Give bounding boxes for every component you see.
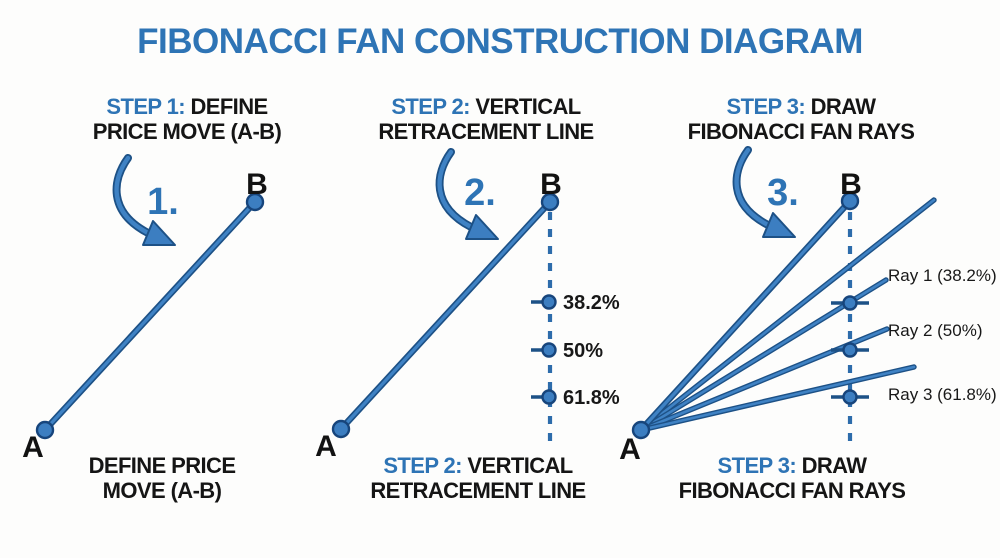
curved-step-arrow-2 <box>435 148 499 240</box>
panel3-label-a: A <box>619 433 641 466</box>
fan-ray-3 <box>638 364 917 433</box>
step1-label: STEP 1: <box>106 94 185 119</box>
panel3-trendline <box>637 197 854 434</box>
panel1-label-b: B <box>246 168 268 201</box>
panel3-caption: STEP 3: DRAW FIBONACCI FAN RAYS <box>632 453 952 503</box>
panel2-level-50: 50% <box>531 340 603 362</box>
panel1-step-number: 1. <box>147 181 179 223</box>
panel2-trendline <box>337 198 554 433</box>
fan-ray-extended <box>638 197 937 433</box>
level-618-label: 61.8% <box>563 387 620 409</box>
panel2-caption-step: STEP 2: <box>383 453 462 478</box>
panel2-point-a-dot <box>331 419 351 439</box>
panel1-trendline <box>41 198 259 434</box>
ray-3-label: Ray 3 (61.8%) <box>888 385 997 404</box>
panel2-diagram: 38.2% 50% 61.8% 2. A B <box>315 148 620 463</box>
ray-1-label: Ray 1 (38.2%) <box>888 266 997 285</box>
panel2-header-line1: STEP 2: VERTICAL <box>326 94 646 119</box>
panel1-caption: DEFINE PRICE MOVE (A-B) <box>2 453 322 503</box>
panel3-header: STEP 3: DRAW FIBONACCI FAN RAYS <box>641 94 961 144</box>
panel2-caption: STEP 2: VERTICAL RETRACEMENT LINE <box>318 453 638 503</box>
panel2-caption-rest: VERTICAL <box>467 453 573 478</box>
panel3-header-rest: DRAW <box>810 94 876 119</box>
panel2-header-line2: RETRACEMENT LINE <box>378 119 594 144</box>
panel3-label-b: B <box>840 168 862 201</box>
panel2-level-382: 38.2% <box>531 292 620 314</box>
panel1-header: STEP 1: DEFINE PRICE MOVE (A-B) <box>27 94 347 144</box>
step2-label: STEP 2: <box>391 94 470 119</box>
panel2-level-618: 61.8% <box>531 387 620 409</box>
arrowhead-3-icon <box>762 212 796 238</box>
panel3-level-382: Ray 1 (38.2%) <box>831 266 997 311</box>
panel1-point-a-dot <box>35 420 55 440</box>
panel1-header-rest: DEFINE <box>190 94 268 119</box>
panel3-caption-line1: STEP 3: DRAW <box>632 453 952 478</box>
panel1-header-line1: STEP 1: DEFINE <box>27 94 347 119</box>
panel3-level-618: Ray 3 (61.8%) <box>831 385 997 405</box>
level-50-label: 50% <box>563 340 603 362</box>
panel2-caption-line1: STEP 2: VERTICAL <box>318 453 638 478</box>
panel2-header-rest: VERTICAL <box>475 94 581 119</box>
panel3-caption-step: STEP 3: <box>717 453 797 478</box>
panel3-header-line1: STEP 3: DRAW <box>641 94 961 119</box>
panel1-caption-rest: DEFINE PRICE <box>88 453 236 478</box>
panel3-point-b-dot <box>840 191 860 211</box>
panel1-header-line2: PRICE MOVE (A-B) <box>92 119 282 144</box>
ray-2-label: Ray 2 (50%) <box>888 321 982 340</box>
curved-step-arrow-3 <box>732 146 796 238</box>
curved-step-arrow-1 <box>112 154 176 246</box>
panel2-step-number: 2. <box>464 172 496 214</box>
panel2-point-b-dot <box>540 192 560 212</box>
panel1-point-b-dot <box>245 192 265 212</box>
step3-label: STEP 3: <box>726 94 806 119</box>
arrowhead-2-icon <box>465 214 499 240</box>
panel1-caption-line2: MOVE (A-B) <box>102 478 222 503</box>
panel2-label-b: B <box>540 168 562 201</box>
panel2-header: STEP 2: VERTICAL RETRACEMENT LINE <box>326 94 646 144</box>
panel3-header-line2: FIBONACCI FAN RAYS <box>687 119 915 144</box>
panel3-diagram: Ray 1 (38.2%) Ray 2 (50%) Ray 3 (61.8%) … <box>619 146 997 466</box>
panel2-label-a: A <box>315 430 337 463</box>
panel3-caption-line2: FIBONACCI FAN RAYS <box>678 478 906 503</box>
panel1-caption-line1: DEFINE PRICE <box>2 453 322 478</box>
panel1-diagram: 1. A B <box>22 154 268 464</box>
panel1-label-a: A <box>22 431 44 464</box>
level-382-label: 38.2% <box>563 292 620 314</box>
page-title: FIBONACCI FAN CONSTRUCTION DIAGRAM <box>137 22 863 61</box>
panel3-step-number: 3. <box>767 172 799 214</box>
panel3-point-a-dot <box>631 420 651 440</box>
panel3-level-50: Ray 2 (50%) <box>831 321 982 358</box>
panel2-caption-line2: RETRACEMENT LINE <box>370 478 586 503</box>
panel3-caption-rest: DRAW <box>801 453 867 478</box>
arrowhead-1-icon <box>142 220 176 246</box>
